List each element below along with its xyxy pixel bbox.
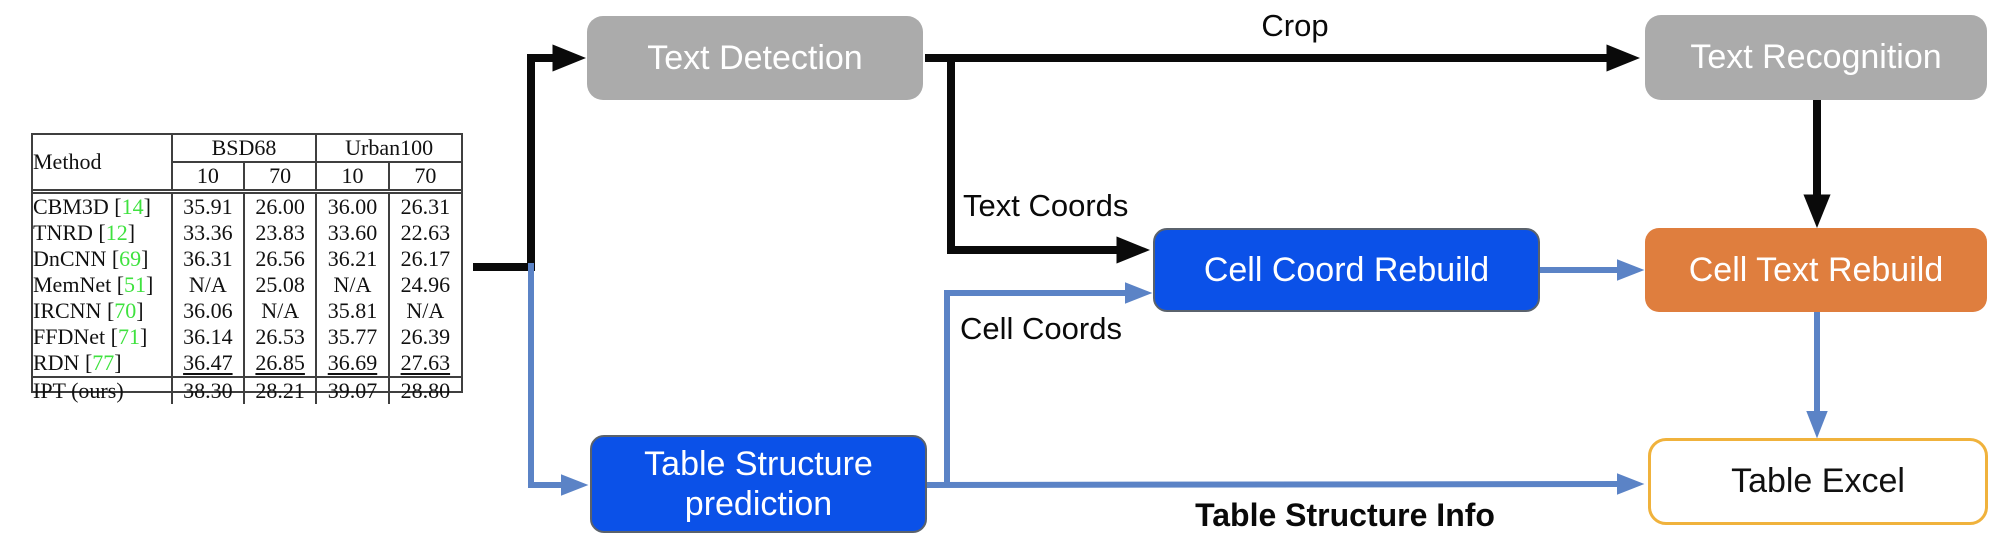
- method-cell: DnCNN [69]: [33, 246, 149, 271]
- value-cell: 22.63: [387, 220, 461, 246]
- value-cell: 26.39: [387, 324, 461, 350]
- method-cell: CBM3D [14]: [33, 194, 151, 219]
- citation-number: 70: [114, 298, 137, 323]
- value-cell: N/A: [315, 272, 389, 298]
- arrow-table-to-structure-prediction: [528, 263, 589, 496]
- value-cell: 24.96: [387, 272, 461, 298]
- citation-number: 71: [117, 324, 140, 349]
- value-cell: 33.60: [315, 220, 389, 246]
- column-group-urban100: Urban100: [315, 135, 461, 163]
- text-recognition-box: Text Recognition: [1645, 15, 1987, 100]
- results-table: Method BSD68 Urban100 10 70 10 70 CBM3D …: [33, 135, 461, 404]
- value-cell: 33.36: [170, 220, 244, 246]
- value-cell: 35.91: [170, 191, 244, 220]
- method-cell: MemNet [51]: [33, 272, 154, 297]
- subcolumn-header: 10: [315, 162, 389, 194]
- value-cell: 25.08: [242, 272, 317, 298]
- column-header-method: Method: [33, 135, 173, 194]
- subcolumn-header: 10: [171, 162, 244, 194]
- value-cell: 36.00: [315, 191, 389, 220]
- column-group-bsd68: BSD68: [171, 135, 317, 163]
- arrow-text-coords: [947, 58, 1150, 264]
- citation-number: 14: [121, 194, 144, 219]
- text-detection-box: Text Detection: [587, 16, 923, 100]
- citation-number: 51: [124, 272, 147, 297]
- subcolumn-header: 70: [242, 162, 317, 194]
- value-cell: 26.31: [387, 191, 461, 220]
- method-cell: TNRD [12]: [33, 220, 136, 245]
- value-cell: 36.47: [170, 350, 244, 377]
- value-cell: 26.56: [242, 246, 317, 272]
- method-cell: IRCNN [70]: [33, 298, 144, 323]
- value-cell: 35.81: [315, 298, 389, 324]
- table-excel-box: Table Excel: [1648, 438, 1988, 525]
- value-cell: 36.31: [170, 246, 244, 272]
- citation-number: 77: [92, 350, 115, 375]
- method-cell: RDN [77]: [33, 350, 122, 375]
- value-cell: 26.53: [242, 324, 317, 350]
- subcolumn-header: 70: [387, 162, 461, 194]
- table-subheader-row: 10 70 10 70: [33, 162, 461, 194]
- value-cell: 28.21: [242, 376, 317, 404]
- arrow-cell-coords: [944, 282, 1153, 485]
- arrow-table-structure-info: [926, 473, 1645, 495]
- value-cell: 27.63: [387, 350, 461, 377]
- method-cell: IPT (ours): [33, 376, 172, 404]
- value-cell: N/A: [242, 298, 317, 324]
- citation-number: 12: [105, 220, 128, 245]
- crop-edge-label: Crop: [1261, 8, 1329, 43]
- table-structure-prediction-box: Table Structure prediction: [590, 435, 927, 533]
- value-cell: 26.17: [387, 246, 461, 272]
- value-cell: 38.30: [170, 376, 244, 404]
- table-header-row: Method BSD68 Urban100: [33, 135, 461, 194]
- value-cell: 26.00: [242, 191, 317, 220]
- value-cell: N/A: [387, 298, 461, 324]
- value-cell: 36.06: [170, 298, 244, 324]
- value-cell: 35.77: [315, 324, 389, 350]
- cell-coords-edge-label: Cell Coords: [960, 311, 1122, 346]
- value-cell: 36.21: [315, 246, 389, 272]
- value-cell: 26.85: [242, 350, 317, 377]
- value-cell: 36.69: [315, 350, 389, 377]
- input-table-image: Method BSD68 Urban100 10 70 10 70 CBM3D …: [31, 133, 463, 404]
- value-cell: 28.80: [387, 376, 461, 404]
- arrow-table-to-text-detection: [473, 44, 586, 271]
- value-cell: N/A: [170, 272, 244, 298]
- method-cell: FFDNet [71]: [33, 324, 148, 349]
- cell-text-rebuild-box: Cell Text Rebuild: [1645, 228, 1987, 312]
- text-coords-edge-label: Text Coords: [963, 188, 1129, 223]
- value-cell: 23.83: [242, 220, 317, 246]
- table-structure-info-edge-label: Table Structure Info: [1195, 497, 1495, 533]
- value-cell: 39.07: [315, 376, 389, 404]
- value-cell: 36.14: [170, 324, 244, 350]
- cell-coord-rebuild-box: Cell Coord Rebuild: [1153, 228, 1540, 312]
- citation-number: 69: [119, 246, 142, 271]
